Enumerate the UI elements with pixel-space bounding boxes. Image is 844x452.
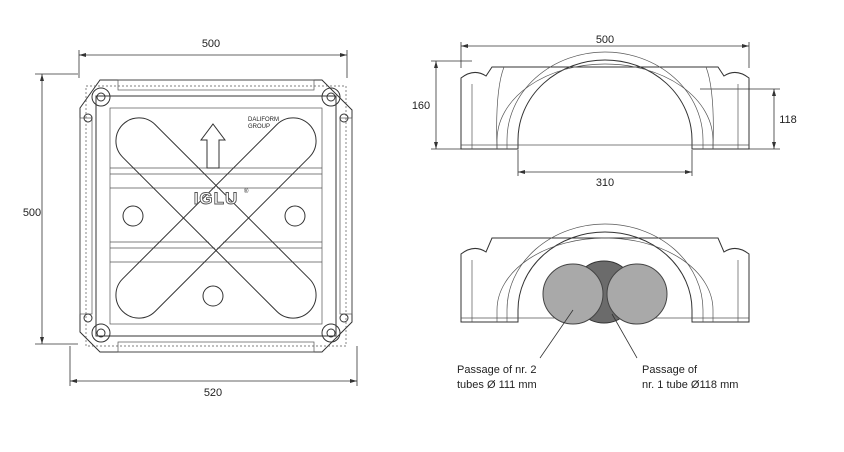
dim-left-height: 500 — [23, 73, 78, 345]
left-height-label: 500 — [23, 207, 41, 219]
top-view: 500 500 520 — [23, 38, 358, 399]
vent-holes — [122, 205, 306, 307]
tube-111-right — [606, 263, 668, 325]
side-height-label: 160 — [412, 100, 430, 112]
iglu-logo: IGLU — [194, 189, 239, 208]
dim-top-width: 500 — [78, 38, 348, 78]
x-arms — [115, 117, 317, 319]
brand-line-2: GROUP — [248, 124, 270, 130]
brand-line-1: DALIFORM — [248, 117, 279, 123]
dim-arch-width: 310 — [517, 150, 693, 189]
dim-bottom-width: 520 — [69, 346, 358, 399]
top-width-label: 500 — [202, 38, 220, 50]
bottom-width-label: 520 — [204, 387, 222, 399]
leader-lines — [539, 309, 638, 359]
caption-left-line-2: tubes Ø 111 mm — [457, 379, 537, 391]
logo-registered-mark: ® — [244, 188, 249, 195]
side-width-label: 500 — [596, 34, 614, 46]
side-body — [460, 51, 750, 150]
dim-arch-height: 118 — [700, 88, 797, 150]
caption-left-line-1: Passage of nr. 2 — [457, 364, 537, 376]
direction-arrow-icon — [200, 123, 226, 169]
corner-legs — [83, 87, 349, 343]
pipe-view: Passage of nr. 2 tubes Ø 111 mm Passage … — [457, 223, 750, 391]
arch-height-label: 118 — [779, 114, 797, 126]
arch-width-label: 310 — [596, 177, 614, 189]
dim-side-width: 500 — [460, 34, 750, 68]
tube-111-left — [542, 263, 604, 325]
dim-side-height: 160 — [412, 60, 472, 150]
caption-right-line-1: Passage of — [642, 364, 698, 376]
tubes — [542, 260, 668, 325]
side-view: 500 160 118 310 — [412, 34, 797, 189]
caption-right-line-2: nr. 1 tube Ø118 mm — [642, 379, 738, 391]
